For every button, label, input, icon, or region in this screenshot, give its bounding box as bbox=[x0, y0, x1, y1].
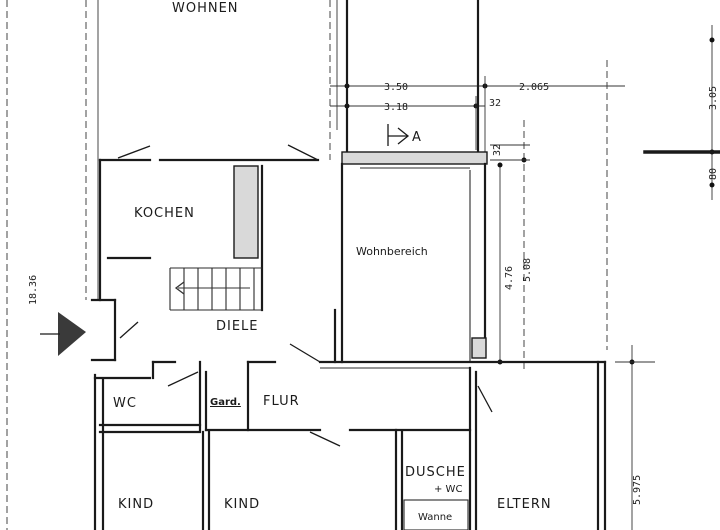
room-dusche-label: DUSCHE bbox=[405, 465, 466, 480]
room-kochen-label: KOCHEN bbox=[134, 206, 195, 221]
room-diele-label: DIELE bbox=[216, 319, 259, 334]
dim-508-label: 5.08 bbox=[522, 258, 533, 282]
doors bbox=[117, 144, 493, 447]
dim-350-label: 3.50 bbox=[384, 82, 408, 93]
room-wohnbereich-label: Wohnbereich bbox=[356, 245, 428, 258]
section-arrow-icon bbox=[387, 124, 410, 146]
dimension-lines bbox=[6, 0, 720, 530]
room-flur-label: FLUR bbox=[263, 394, 300, 409]
dim-1836-label: 18.36 bbox=[28, 275, 39, 305]
room-gard-label: Gard. bbox=[210, 397, 241, 408]
staircase bbox=[169, 267, 262, 311]
dim-2065-label: 2.065 bbox=[519, 82, 549, 93]
room-kind-1-label: KIND bbox=[118, 497, 154, 512]
dim-476-label: 4.76 bbox=[504, 266, 515, 290]
room-kind-2-label: KIND bbox=[224, 497, 260, 512]
walls bbox=[90, 0, 607, 530]
dim-5975-label: 5.975 bbox=[632, 475, 643, 505]
room-wohnen-label: WOHNEN bbox=[172, 1, 239, 16]
dim-32a-label: 32 bbox=[489, 98, 501, 109]
dim-32b-label: 32 bbox=[492, 144, 503, 156]
room-wc-label: WC bbox=[113, 396, 137, 411]
room-dusche-wc-label: + WC bbox=[434, 484, 462, 495]
dim-318-label: 3.18 bbox=[384, 102, 408, 113]
section-marker-label: A bbox=[412, 130, 422, 145]
dim-80-label: 80 bbox=[708, 168, 719, 180]
entrance-arrow-icon bbox=[40, 312, 86, 356]
room-wanne-label: Wanne bbox=[418, 512, 452, 523]
dim-305-label: 3.05 bbox=[708, 86, 719, 110]
room-eltern-label: ELTERN bbox=[497, 497, 552, 512]
